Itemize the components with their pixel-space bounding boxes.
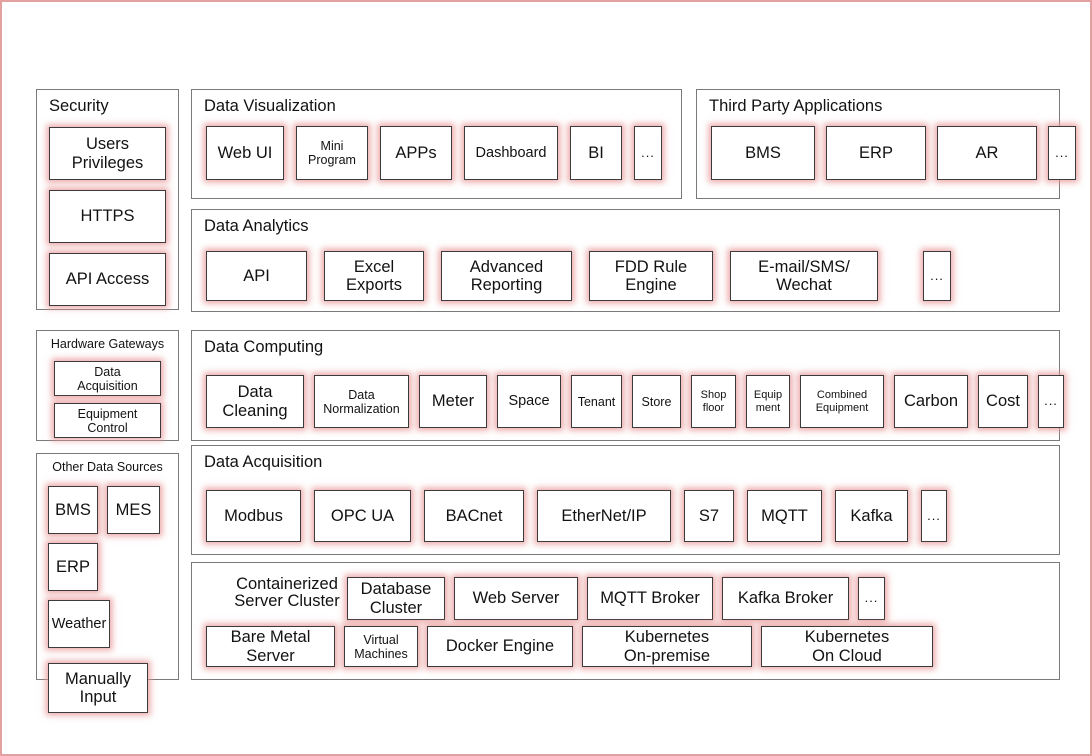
node-space[interactable]: Space xyxy=(497,375,561,428)
node-ar-app[interactable]: AR xyxy=(937,126,1037,180)
hardware-gateways-node-stack: Data Acquisition Equipment Control xyxy=(54,361,161,438)
node-advanced-reporting[interactable]: Advanced Reporting xyxy=(441,251,572,301)
node-bacnet[interactable]: BACnet xyxy=(424,490,524,542)
node-mqtt[interactable]: MQTT xyxy=(747,490,822,542)
node-https[interactable]: HTTPS xyxy=(49,190,166,243)
node-containerized-cluster-more[interactable]: ... xyxy=(858,577,885,620)
node-combined-equipment[interactable]: Combined Equipment xyxy=(800,375,884,428)
other-data-sources-grid: BMS MES ERP Weather Manually Input xyxy=(48,486,167,713)
panel-data-computing: Data Computing Data Cleaning Data Normal… xyxy=(191,330,1064,441)
node-s7[interactable]: S7 xyxy=(684,490,734,542)
node-tenant[interactable]: Tenant xyxy=(571,375,622,428)
node-kafka[interactable]: Kafka xyxy=(835,490,908,542)
panel-third-party-applications-title: Third Party Applications xyxy=(709,97,883,115)
node-data-cleaning[interactable]: Data Cleaning xyxy=(206,375,304,428)
node-apps[interactable]: APPs xyxy=(380,126,452,180)
node-bare-metal-server[interactable]: Bare Metal Server xyxy=(206,626,335,667)
panel-data-acquisition-title: Data Acquisition xyxy=(204,453,323,471)
third-party-applications-row: BMS ERP AR ... xyxy=(711,126,1076,180)
panel-data-acquisition: Data Acquisition Modbus OPC UA BACnet Et… xyxy=(191,445,1060,555)
node-data-acquisition-gateway[interactable]: Data Acquisition xyxy=(54,361,161,396)
data-visualization-row: Web UI Mini Program APPs Dashboard BI ..… xyxy=(206,126,662,180)
node-api-access[interactable]: API Access xyxy=(49,253,166,306)
node-virtual-machines[interactable]: Virtual Machines xyxy=(344,626,418,667)
node-data-normalization[interactable]: Data Normalization xyxy=(314,375,409,428)
node-dashboard[interactable]: Dashboard xyxy=(464,126,558,180)
node-modbus[interactable]: Modbus xyxy=(206,490,301,542)
node-cost[interactable]: Cost xyxy=(978,375,1028,428)
node-manually-input[interactable]: Manually Input xyxy=(48,663,148,713)
panel-data-analytics-title: Data Analytics xyxy=(204,217,309,235)
node-equipment[interactable]: Equip ment xyxy=(746,375,790,428)
panel-data-visualization: Data Visualization Web UI Mini Program A… xyxy=(191,89,682,199)
containerized-cluster-row-bottom: Bare Metal Server Virtual Machines Docke… xyxy=(206,626,933,667)
panel-other-data-sources: Other Data Sources BMS MES ERP Weather M… xyxy=(36,453,179,713)
panel-hardware-gateways: Hardware Gateways Data Acquisition Equip… xyxy=(36,330,179,441)
node-users-privileges[interactable]: Users Privileges xyxy=(49,127,166,180)
node-excel-exports[interactable]: Excel Exports xyxy=(324,251,424,301)
node-weather-source[interactable]: Weather xyxy=(48,600,110,648)
node-api[interactable]: API xyxy=(206,251,307,301)
node-meter[interactable]: Meter xyxy=(419,375,487,428)
node-mini-program[interactable]: Mini Program xyxy=(296,126,368,180)
node-docker-engine[interactable]: Docker Engine xyxy=(427,626,573,667)
node-erp-source[interactable]: ERP xyxy=(48,543,98,591)
data-analytics-row: API Excel Exports Advanced Reporting FDD… xyxy=(206,251,951,301)
node-kubernetes-on-premise[interactable]: Kubernetes On-premise xyxy=(582,626,752,667)
panel-other-data-sources-title: Other Data Sources xyxy=(52,460,163,474)
node-third-party-more[interactable]: ... xyxy=(1048,126,1076,180)
data-acquisition-row: Modbus OPC UA BACnet EtherNet/IP S7 MQTT… xyxy=(206,490,947,542)
node-carbon[interactable]: Carbon xyxy=(894,375,968,428)
node-erp-app[interactable]: ERP xyxy=(826,126,926,180)
panel-data-analytics: Data Analytics API Excel Exports Advance… xyxy=(191,209,1060,312)
panel-security-title: Security xyxy=(49,97,109,115)
node-mes-source[interactable]: MES xyxy=(107,486,160,534)
node-mqtt-broker[interactable]: MQTT Broker xyxy=(587,577,713,620)
node-email-sms-wechat[interactable]: E-mail/SMS/ Wechat xyxy=(730,251,878,301)
panel-data-visualization-title: Data Visualization xyxy=(204,97,336,115)
data-computing-row: Data Cleaning Data Normalization Meter S… xyxy=(206,375,1064,428)
node-data-visualization-more[interactable]: ... xyxy=(634,126,662,180)
node-fdd-rule-engine[interactable]: FDD Rule Engine xyxy=(589,251,713,301)
node-kafka-broker[interactable]: Kafka Broker xyxy=(722,577,849,620)
node-database-cluster[interactable]: Database Cluster xyxy=(347,577,445,620)
node-bms-source[interactable]: BMS xyxy=(48,486,98,534)
panel-security: Security Users Privileges HTTPS API Acce… xyxy=(36,89,179,310)
panel-data-computing-title: Data Computing xyxy=(204,338,324,356)
node-shop-floor[interactable]: Shop floor xyxy=(691,375,736,428)
panel-containerized-server-cluster-title: Containerized Server Cluster xyxy=(234,575,340,611)
panel-containerized-server-cluster: Containerized Server Cluster Database Cl… xyxy=(191,562,1060,680)
node-equipment-control[interactable]: Equipment Control xyxy=(54,403,161,438)
node-bms-app[interactable]: BMS xyxy=(711,126,815,180)
panel-third-party-applications: Third Party Applications BMS ERP AR ... xyxy=(696,89,1076,199)
containerized-cluster-row-top: Database Cluster Web Server MQTT Broker … xyxy=(347,577,885,620)
security-node-stack: Users Privileges HTTPS API Access xyxy=(49,127,166,306)
node-web-server[interactable]: Web Server xyxy=(454,577,578,620)
node-store[interactable]: Store xyxy=(632,375,681,428)
node-kubernetes-on-cloud[interactable]: Kubernetes On Cloud xyxy=(761,626,933,667)
node-data-analytics-more[interactable]: ... xyxy=(923,251,951,301)
panel-hardware-gateways-title: Hardware Gateways xyxy=(50,337,165,351)
node-web-ui[interactable]: Web UI xyxy=(206,126,284,180)
node-ethernet-ip[interactable]: EtherNet/IP xyxy=(537,490,671,542)
node-data-computing-more[interactable]: ... xyxy=(1038,375,1064,428)
node-opc-ua[interactable]: OPC UA xyxy=(314,490,411,542)
node-data-acquisition-more[interactable]: ... xyxy=(921,490,947,542)
node-bi[interactable]: BI xyxy=(570,126,622,180)
